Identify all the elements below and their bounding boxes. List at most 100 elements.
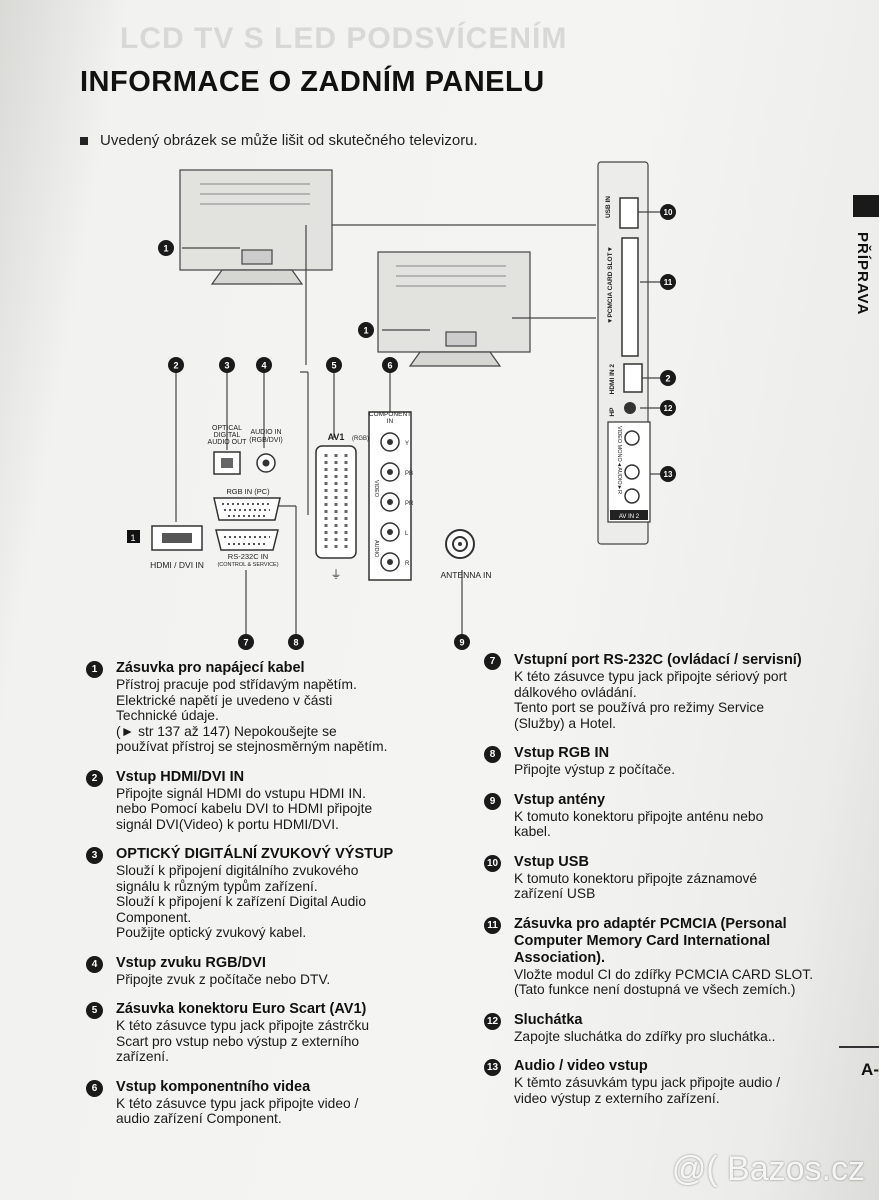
ghost-header: LCD TV S LED PODSVÍCENÍM <box>120 22 568 55</box>
item-number: 8 <box>484 746 501 763</box>
item-number: 3 <box>86 847 103 864</box>
item-body: Zapojte sluchátka do zdířky pro sluchátk… <box>514 1028 776 1044</box>
list-item: 6 Vstup komponentního videa K této zásuv… <box>86 1079 466 1127</box>
list-item: 7 Vstupní port RS-232C (ovládací / servi… <box>484 652 834 731</box>
item-title: Vstupní port RS-232C (ovládací / servisn… <box>514 652 802 668</box>
list-item: 1 Zásuvka pro napájecí kabel Přístroj pr… <box>86 660 466 755</box>
item-body: K této zásuvce typu jack připojte sériov… <box>514 669 788 731</box>
svg-text:3: 3 <box>224 361 229 371</box>
usb-label: USB IN <box>605 196 612 218</box>
hdmi-marker-box <box>127 530 140 543</box>
svg-text:4: 4 <box>261 361 266 371</box>
item-title: OPTICKÝ DIGITÁLNÍ ZVUKOVÝ VÝSTUP <box>116 846 394 862</box>
svg-text:11: 11 <box>664 278 673 287</box>
item-title: Vstup USB <box>514 853 589 870</box>
component-y-label: Y <box>405 441 409 447</box>
list-item: 3 OPTICKÝ DIGITÁLNÍ ZVUKOVÝ VÝSTUP Slouž… <box>86 846 466 941</box>
item-body: K této zásuvce typu jack připojte video … <box>116 1095 359 1127</box>
svg-text:6: 6 <box>387 361 392 371</box>
item-body: K tomuto konektoru připojte záznamové za… <box>514 870 758 902</box>
descriptions-right: 7 Vstupní port RS-232C (ovládací / servi… <box>484 652 834 1120</box>
svg-text:2: 2 <box>665 374 670 384</box>
item-body: K této zásuvce typu jack připojte zástrč… <box>116 1018 370 1064</box>
page-title: INFORMACE O ZADNÍM PANELU <box>80 66 545 98</box>
pcmcia-slot <box>621 237 639 357</box>
item-body: Slouží k připojení digitálního zvukového… <box>116 863 367 940</box>
item-number: 12 <box>484 1012 501 1030</box>
list-item: 2 Vstup HDMI/DVI IN Připojte signál HDMI… <box>86 769 466 833</box>
item-number: 9 <box>484 792 501 810</box>
item-number: 2 <box>86 769 103 787</box>
svg-text:5: 5 <box>331 361 336 371</box>
hdmi2-label: HDMI IN 2 <box>609 364 616 395</box>
callout-12: 12 <box>660 400 676 416</box>
item-number: 4 <box>86 955 103 973</box>
disclaimer-text: Uvedený obrázek se může lišit od skutečn… <box>100 132 478 149</box>
svg-text:13: 13 <box>664 470 673 479</box>
item-body: K těmto zásuvkám typu jack připojte audi… <box>514 1075 781 1106</box>
item-number: 11 <box>484 916 501 934</box>
svg-text:1: 1 <box>163 244 168 254</box>
rgb-in-label: RGB IN (PC) <box>226 487 270 496</box>
rs232-port <box>215 529 279 551</box>
item-title: Zásuvka pro napájecí kabel <box>116 660 305 676</box>
av2-audio-r-jack <box>624 488 640 504</box>
callout-1b: 1 <box>358 322 374 338</box>
item-title: Vstup komponentního videa <box>116 1078 311 1095</box>
watermark-text: Bazos.cz <box>727 1150 865 1188</box>
svg-text:9: 9 <box>459 638 464 648</box>
list-item: 4 Vstup zvuku RGB/DVI Připojte zvuk z po… <box>86 955 466 988</box>
callout-5: 5 <box>326 357 342 373</box>
svg-text:7: 7 <box>243 638 248 648</box>
item-number: 10 <box>484 854 501 872</box>
list-item: 11 Zásuvka pro adaptér PCMCIA (Personal … <box>484 916 834 998</box>
list-item: 12 Sluchátka Zapojte sluchátka do zdířky… <box>484 1012 834 1045</box>
callout-2b: 2 <box>660 370 676 386</box>
item-number: 6 <box>86 1079 103 1097</box>
list-item: 5 Zásuvka konektoru Euro Scart (AV1) K t… <box>86 1001 466 1065</box>
callout-10: 10 <box>660 204 676 220</box>
item-title: Audio / video vstup <box>514 1058 648 1074</box>
box-marker-label: 1 <box>130 533 135 543</box>
item-body: Vložte modul CI do zdířky PCMCIA CARD SL… <box>514 966 814 998</box>
square-bullet-icon <box>80 137 88 146</box>
rs232-sub-label: (CONTROL & SERVICE) <box>217 562 278 568</box>
pcmcia-label: ▼PCMCIA CARD SLOT▼ <box>607 246 614 324</box>
descriptions-left: 1 Zásuvka pro napájecí kabel Přístroj pr… <box>86 660 466 1141</box>
scart-symbol: ⏚ <box>331 568 342 581</box>
callout-3: 3 <box>219 357 235 373</box>
item-title: Vstup RGB IN <box>514 745 610 761</box>
component-pb-label: PB <box>405 471 413 477</box>
section-tab-marker <box>853 195 879 217</box>
av2-audio-l-jack <box>624 464 640 480</box>
list-item: 13 Audio / video vstup K těmto zásuvkám … <box>484 1058 834 1106</box>
callout-8: 8 <box>288 634 304 650</box>
list-item: 9 Vstup antény K tomuto konektoru připoj… <box>484 792 834 840</box>
watermark: @( Bazos.cz <box>671 1150 865 1188</box>
callout-markers: 1 1 2 3 4 5 6 7 8 9 10 11 2 12 13 <box>158 204 676 650</box>
disclaimer-note: Uvedený obrázek se může lišit od skutečn… <box>80 132 478 149</box>
list-item: 10 Vstup USB K tomuto konektoru připojte… <box>484 854 834 902</box>
callout-11: 11 <box>660 274 676 290</box>
item-body: K tomuto konektoru připojte anténu nebo … <box>514 808 764 840</box>
callout-13: 13 <box>660 466 676 482</box>
scart-port <box>315 445 357 559</box>
item-title: Vstup HDMI/DVI IN <box>116 768 245 785</box>
av2-video-jack <box>624 430 640 446</box>
audio-in-label: AUDIO IN(RGB/DVI) <box>249 429 282 444</box>
item-body: Připojte výstup z počítače. <box>514 762 676 777</box>
rgb-in-port <box>213 497 281 521</box>
component-video-label: VIDEO <box>373 480 379 498</box>
item-title: Vstup zvuku RGB/DVI <box>116 954 266 971</box>
item-body: Připojte zvuk z počítače nebo DTV. <box>116 971 331 987</box>
item-body: Přístroj pracuje pod střídavým napětím. … <box>116 677 388 754</box>
callout-7: 7 <box>238 634 254 650</box>
item-title: Zásuvka pro adaptér PCMCIA (Personal Com… <box>514 915 787 966</box>
callout-4: 4 <box>256 357 272 373</box>
rs232-label: RS-232C IN <box>228 552 268 561</box>
svg-text:2: 2 <box>173 361 178 371</box>
headphone-jack <box>624 402 636 414</box>
